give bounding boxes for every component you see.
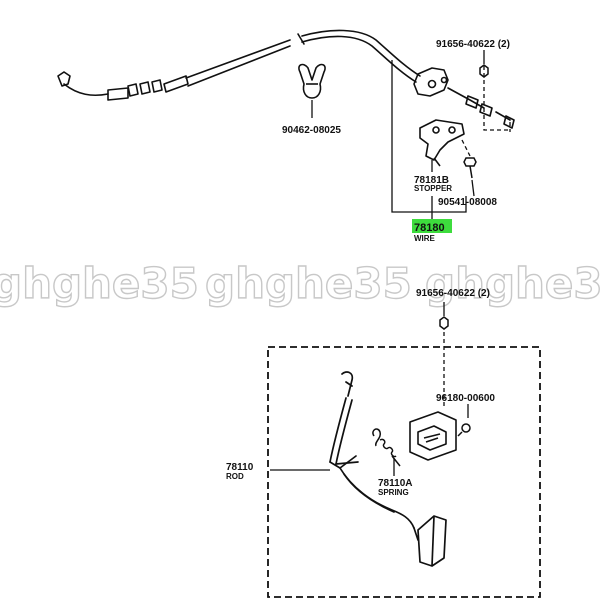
adjusting-nuts (127, 79, 163, 97)
label-78110a: 78110A (378, 478, 412, 489)
part-highlight-78180 (412, 219, 452, 233)
cable-clip-icon (298, 63, 326, 99)
rod-top-hook (341, 371, 354, 397)
watermark-text-3: ghghe35 (425, 259, 600, 308)
cable-break-mark (297, 33, 305, 45)
rod-upper-left (329, 397, 347, 463)
nut-leader-top (483, 66, 510, 131)
wire-inner-cable (63, 83, 109, 97)
pedal-stopper-block (409, 411, 457, 461)
throttle-wire-assembly (57, 29, 515, 129)
label-78181b: 78181B (414, 175, 449, 186)
wire-end-fitting (57, 71, 71, 87)
outer-cable-top (185, 39, 291, 79)
label-78110: 78110 (226, 462, 254, 473)
wire-end-nuts (465, 95, 493, 117)
watermark: ghghe35 ghghe35 ghghe35 (0, 258, 600, 308)
rod-top-eye (345, 381, 353, 387)
watermark-text-1: ghghe35 (0, 259, 199, 308)
stopper-icon (419, 119, 465, 167)
label-91656-top: 91656-40622 (2) (436, 39, 510, 50)
outer-cable-curve-bottom (301, 35, 417, 83)
pedal-pad (417, 515, 447, 567)
small-clip-icon (457, 423, 471, 437)
rod-bend-inner (335, 461, 359, 465)
wire-tip (495, 111, 511, 121)
wire-bracket (413, 67, 449, 97)
bracket-bolt (440, 76, 448, 84)
label-91656-mid: 91656-40622 (2) (416, 288, 490, 299)
accelerator-rod (329, 371, 419, 541)
label-90462: 90462-08025 (282, 125, 341, 136)
label-stopper: STOPPER (414, 184, 452, 193)
wire-tip-fitting (503, 115, 515, 129)
nut-icon-mid (439, 316, 449, 330)
label-spring: SPRING (378, 488, 409, 497)
stopper-bolt-icon (463, 157, 477, 179)
watermark-text-2: ghghe35 (205, 259, 412, 308)
outer-cable-curve-top (301, 29, 421, 77)
top-leader-lines (461, 66, 511, 157)
bracket-hole (427, 79, 437, 89)
bolt-leader (471, 179, 475, 197)
outer-cable-bottom (187, 45, 291, 87)
nut-icon-top (479, 64, 489, 78)
pedal-assembly-box (267, 346, 541, 598)
wire-sleeve (107, 87, 129, 101)
inner-wire-end (447, 87, 485, 109)
label-96180: 96180-00600 (436, 393, 495, 404)
label-rod: ROD (226, 472, 244, 481)
label-78180: 78180 (414, 222, 445, 234)
rod-upper-right (335, 399, 353, 465)
rod-lower-right (343, 473, 395, 513)
stopper-bolt-leader (461, 139, 471, 157)
return-spring-icon (372, 428, 401, 467)
rod-tip (413, 527, 419, 541)
label-90541: 90541-08008 (438, 197, 497, 208)
rod-lower-left (339, 467, 415, 529)
label-wire: WIRE (414, 234, 436, 243)
wire-boot (163, 75, 189, 93)
